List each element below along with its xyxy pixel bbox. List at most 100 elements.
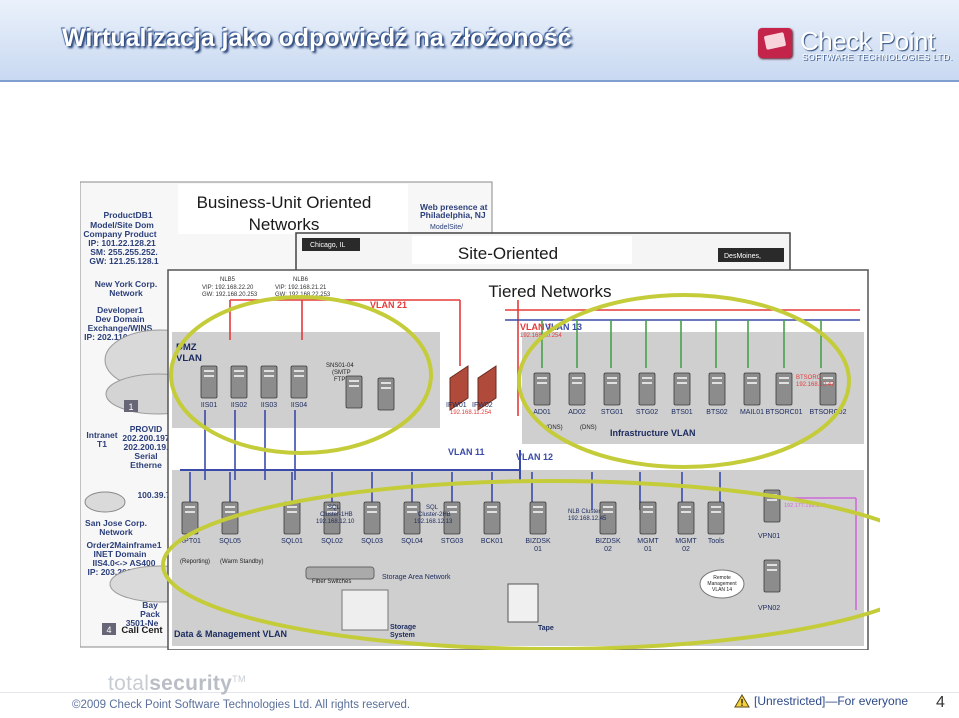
number-badge bbox=[102, 623, 116, 635]
productdb-line: GW: 121.25.128.1 bbox=[89, 256, 159, 266]
sanjose-label: San Jose Corp. bbox=[85, 518, 147, 528]
firewall-label: IFW01 bbox=[446, 402, 467, 409]
page-number: 4 bbox=[936, 694, 945, 711]
server-label: BCK01 bbox=[481, 538, 503, 545]
server-label: 02 bbox=[604, 546, 612, 553]
sql-cluster-label: 192.168.12.13 bbox=[414, 519, 453, 525]
server-label: MGMT bbox=[675, 538, 697, 545]
web-presence-line: Web presence at bbox=[420, 202, 488, 212]
server-icon: BTSORC02 bbox=[810, 372, 847, 416]
server-icon: MAIL01 bbox=[740, 372, 764, 416]
brand-part: security bbox=[149, 672, 233, 695]
vpn-label: VPN01 bbox=[758, 533, 780, 540]
provid-line: Serial bbox=[134, 451, 157, 461]
developer-line: IP: 202.110.161.13 bbox=[84, 332, 156, 342]
server-label: STG02 bbox=[636, 409, 658, 416]
firewall-label: IFW02 bbox=[472, 402, 493, 409]
vlan-label: VLAN 11 bbox=[448, 447, 485, 457]
productdb-line: ProductDB1 bbox=[103, 210, 152, 220]
server-label: MAIL01 bbox=[740, 409, 764, 416]
server-label: STG01 bbox=[601, 409, 623, 416]
storage-label: System bbox=[390, 632, 415, 639]
check-point-logo-icon bbox=[758, 28, 792, 58]
remote-mgmt-label: Management bbox=[707, 581, 737, 587]
server-label: IIS02 bbox=[231, 402, 247, 409]
rpt-sub-label: (Reporting) bbox=[180, 559, 210, 565]
ip-label: 192.168.11.254 bbox=[450, 410, 492, 416]
caption-business-unit: Networks bbox=[249, 215, 320, 234]
server-icon: STG03 bbox=[441, 501, 463, 545]
sql-cluster-label: Cluster-1HB bbox=[320, 512, 353, 518]
server-icon: AD02 bbox=[568, 372, 586, 416]
server-label: RPT01 bbox=[179, 538, 201, 545]
sql-cluster-label: SQL bbox=[426, 505, 439, 511]
server-label: AD02 bbox=[568, 409, 586, 416]
vlan-label: VLAN 13 bbox=[545, 322, 582, 332]
nlb-label: NLB5 bbox=[220, 277, 236, 283]
vlan-label: VLAN 21 bbox=[370, 300, 407, 310]
server-icon: BTS02 bbox=[706, 372, 728, 416]
productdb-line: IP: 101.22.128.21 bbox=[88, 238, 156, 248]
server-label: IIS03 bbox=[261, 402, 277, 409]
vpn-ip-label: 192.177.199.164 bbox=[784, 503, 825, 509]
web-presence-line: Philadelphia, NJ bbox=[420, 210, 486, 220]
logo-subtitle: SOFTWARE TECHNOLOGIES LTD. bbox=[802, 52, 953, 62]
slide-header: Wirtualizacja jako odpowiedź na złożonoś… bbox=[0, 0, 959, 82]
server-icon: IIS02 bbox=[230, 365, 248, 409]
server-label: IIS01 bbox=[201, 402, 217, 409]
server-label: BTSORC02 bbox=[810, 409, 847, 416]
bay-line: 3501-Ne bbox=[126, 618, 159, 628]
sql-cluster-label: 192.168.12.10 bbox=[316, 519, 355, 525]
productdb-line: Model/Site Dom bbox=[90, 220, 154, 230]
server-icon: IIS03 bbox=[260, 365, 278, 409]
vlan-label: VLAN 12 bbox=[516, 452, 553, 462]
server-icon: SQL04 bbox=[401, 501, 423, 545]
server-icon bbox=[377, 377, 395, 411]
dmz-label: DMZ bbox=[176, 342, 197, 353]
nlb-label: VIP: 192.168.22.20 bbox=[202, 285, 254, 291]
network-diagram: ProductDB1 Model/Site Dom Company Produc… bbox=[80, 181, 880, 650]
intranet-label: T1 bbox=[97, 439, 107, 449]
order-line: Order2Mainframe1 bbox=[86, 540, 161, 550]
server-label: BTS01 bbox=[671, 409, 693, 416]
nlb-label: GW: 192.168.22.253 bbox=[275, 292, 331, 298]
server-label: Tools bbox=[708, 538, 725, 545]
smtp-label: SNS01-04 bbox=[326, 363, 354, 369]
trademark: TM bbox=[232, 674, 246, 684]
provid-line: 202.200.19. bbox=[124, 442, 169, 452]
san-label: Storage Area Network bbox=[382, 574, 451, 581]
classification-label: [Unrestricted]—For everyone bbox=[734, 694, 908, 708]
infra-vlan-label: Infrastructure VLAN bbox=[610, 428, 696, 438]
data-vlan-label: Data & Management VLAN bbox=[174, 629, 287, 639]
vlan-label: VLAN 1 bbox=[520, 322, 552, 332]
brand-part: total bbox=[108, 672, 150, 695]
caption-business-unit: Business-Unit Oriented bbox=[197, 193, 372, 212]
firewall-icons: IFW01 IFW02 192.168.11.254 bbox=[446, 365, 497, 416]
totalsecurity-brand: totalsecurityTM bbox=[108, 672, 246, 696]
productdb-line: SM: 255.255.252. bbox=[90, 247, 158, 257]
server-label: SQL01 bbox=[281, 538, 303, 545]
number-badge bbox=[124, 400, 138, 412]
sql-sub-label: (Warm Standby) bbox=[220, 559, 263, 565]
server-icon: Tools bbox=[707, 501, 725, 545]
ad-sub-label: (DNS) bbox=[546, 425, 563, 431]
server-icon bbox=[763, 559, 781, 593]
badge-4: 4 bbox=[106, 625, 111, 635]
nlb-label: VIP: 192.168.21.21 bbox=[275, 285, 327, 291]
server-label: SQL02 bbox=[321, 538, 343, 545]
badge-1: 1 bbox=[128, 402, 133, 412]
server-label: AD01 bbox=[533, 409, 551, 416]
check-point-logo: Check Point SOFTWARE TECHNOLOGIES LTD. bbox=[758, 26, 952, 64]
btsorc-label: BTSORC bbox=[796, 375, 822, 381]
server-icon: IIS01 bbox=[200, 365, 218, 409]
tiered-network-diagram: NLB5 VIP: 192.168.22.20 GW: 192.168.20.2… bbox=[161, 269, 880, 650]
server-icon: SQL05 bbox=[219, 501, 241, 545]
newyork-label: Network bbox=[109, 288, 143, 298]
highlight-rings bbox=[161, 293, 880, 650]
server-icon: AD01 bbox=[533, 372, 551, 416]
chicago-label: Chicago, IL bbox=[310, 242, 346, 249]
